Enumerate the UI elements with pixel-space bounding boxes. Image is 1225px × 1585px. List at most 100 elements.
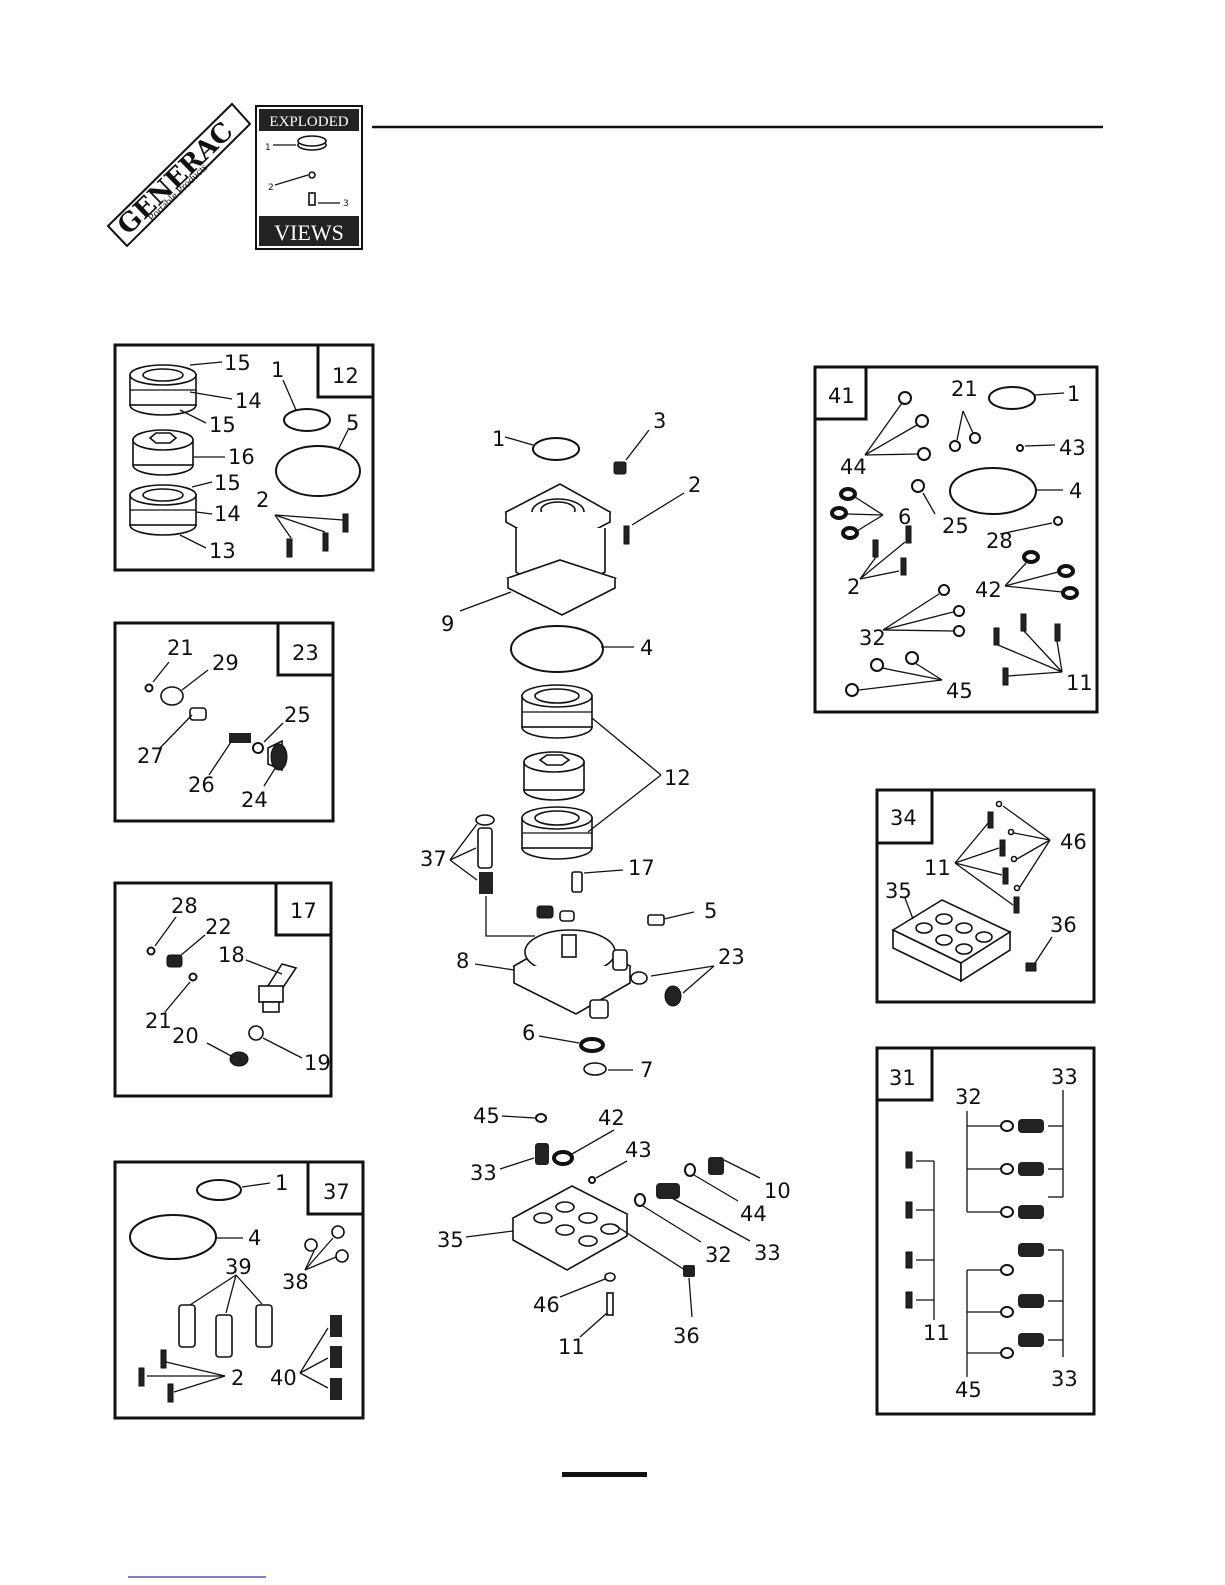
inset-37: 37 1 4 38 39 2 40: [115, 1162, 363, 1418]
inset-37-callout: 1: [275, 1171, 288, 1195]
inset-41-callout: 6: [898, 505, 911, 529]
inset-31-callout: 33: [1051, 1367, 1078, 1391]
inset-17-callout: 19: [304, 1051, 331, 1075]
inset-23: 23 21 29 25 27 26 24: [115, 623, 333, 821]
inset-41-callout: 45: [946, 679, 973, 703]
inset-34-callout: 36: [1050, 913, 1077, 937]
inset-23-callout: 25: [284, 703, 311, 727]
main-callout: 44: [740, 1202, 767, 1226]
main-callout: 6: [522, 1021, 535, 1045]
main-callout: 7: [640, 1058, 653, 1082]
main-callout: 5: [704, 899, 717, 923]
main-assembly: 1 3 2 9 4 12 37 17 5 8 23 6 7 45 42 43 3…: [420, 409, 791, 1359]
inset-12: 12: [115, 345, 373, 570]
badge-top-text: EXPLODED: [269, 114, 348, 130]
pump-body: [514, 906, 630, 1018]
inset-41-callout: 4: [1069, 479, 1082, 503]
badge-callout-2: 2: [268, 183, 274, 193]
o-ring-small: [284, 409, 330, 431]
main-callout: 12: [664, 766, 691, 790]
inset-41-callout: 42: [975, 578, 1002, 602]
inset-23-callout: 26: [188, 773, 215, 797]
main-callout: 23: [718, 945, 745, 969]
exploded-views-badge: EXPLODED VIEWS 1 2 3: [256, 106, 362, 249]
o-ring-large: [276, 446, 360, 496]
inset-41-callout: 2: [847, 575, 860, 599]
inset-17-callout: 28: [171, 894, 198, 918]
crankcase-housing: [506, 484, 615, 615]
inset-23-callout: 21: [167, 636, 194, 660]
inset-41-callout: 21: [951, 377, 978, 401]
main-callout: 33: [754, 1241, 781, 1265]
main-callout: 36: [673, 1324, 700, 1348]
inset-17-id: 17: [290, 899, 317, 923]
inset-31-callout: 11: [923, 1321, 950, 1345]
main-callout: 37: [420, 847, 447, 871]
main-callout: 3: [653, 409, 666, 433]
inset-34-id: 34: [890, 806, 917, 830]
inset-12-callout: 14: [214, 502, 241, 526]
main-callout: 9: [441, 612, 454, 636]
main-callout: 10: [764, 1179, 791, 1203]
main-callout: 32: [705, 1243, 732, 1267]
inset-17: 17 28 22 18 21 20 19: [115, 883, 331, 1096]
inset-12-id: 12: [332, 364, 359, 388]
inset-12-callout: 15: [224, 351, 251, 375]
main-callout: 1: [492, 427, 505, 451]
badge-bottom-text: VIEWS: [274, 220, 344, 245]
inset-34-callout: 35: [885, 879, 912, 903]
inset-34: 34 46 11 35 36: [877, 790, 1094, 1002]
inset-23-id: 23: [292, 641, 319, 665]
inset-34-callout: 46: [1060, 830, 1087, 854]
spring: [229, 733, 251, 743]
inset-41: 41: [815, 367, 1097, 712]
main-callout: 8: [456, 949, 469, 973]
inset-17-callout: 18: [218, 943, 245, 967]
badge-callout-1: 1: [265, 143, 271, 153]
inset-17-callout: 22: [205, 915, 232, 939]
inset-37-callout: 2: [231, 1366, 244, 1390]
inset-31-id: 31: [889, 1066, 916, 1090]
inset-23-callout: 24: [241, 788, 268, 812]
inset-41-callout: 32: [859, 626, 886, 650]
inset-37-callout: 40: [270, 1366, 297, 1390]
inset-41-callout: 25: [942, 514, 969, 538]
inset-17-callout: 21: [145, 1009, 172, 1033]
inset-12-callout: 16: [228, 445, 255, 469]
inset-12-callout: 1: [271, 358, 284, 382]
inset-34-callout: 11: [924, 856, 951, 880]
inset-12-callout: 5: [346, 411, 359, 435]
main-callout: 11: [558, 1335, 585, 1359]
page-number-bar: [562, 1472, 647, 1477]
inset-37-callout: 39: [225, 1255, 252, 1279]
main-callout: 17: [628, 856, 655, 880]
bearing-race: [133, 430, 193, 475]
thrust-bearing-lower: [130, 485, 196, 535]
inset-41-id: 41: [828, 384, 855, 408]
inset-31-callout: 45: [955, 1378, 982, 1402]
main-callout: 43: [625, 1138, 652, 1162]
screws: [287, 514, 348, 557]
inset-12-callout: 2: [256, 488, 269, 512]
lower-manifold: [513, 1186, 627, 1270]
main-bearing-lower: [522, 807, 592, 859]
main-bearing-race: [524, 752, 584, 800]
inset-41-callout: 11: [1066, 671, 1093, 695]
main-callout: 35: [437, 1228, 464, 1252]
inset-12-callout: 14: [235, 389, 262, 413]
inset-37-callout: 38: [282, 1270, 309, 1294]
inset-17-callout: 20: [172, 1024, 199, 1048]
inset-23-callout: 27: [137, 744, 164, 768]
inset-41-callout: 28: [986, 529, 1013, 553]
inset-12-callout: 13: [209, 539, 236, 563]
inset-12-callout: 15: [214, 471, 241, 495]
inset-12-callout: 15: [209, 413, 236, 437]
inset-41-callout: 1: [1067, 382, 1080, 406]
inset-41-callout: 43: [1059, 436, 1086, 460]
badge-callout-3: 3: [343, 199, 349, 209]
inset-31-callout: 33: [1051, 1065, 1078, 1089]
inset-31: 31: [877, 1048, 1094, 1414]
inset-37-callout: 4: [248, 1226, 261, 1250]
inset-23-callout: 29: [212, 651, 239, 675]
